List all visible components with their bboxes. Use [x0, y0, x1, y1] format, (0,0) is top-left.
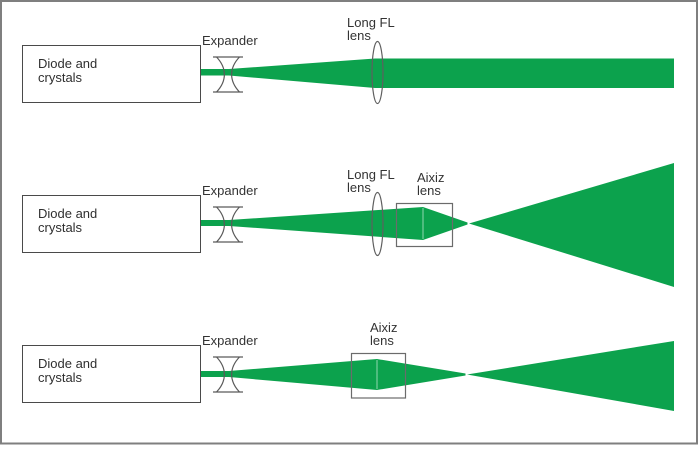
beam-row3-converging: [200, 359, 466, 390]
expander-label-row3: Expander: [202, 333, 258, 348]
row3-beam: [200, 341, 674, 411]
aixiz-lens-housing: [350, 352, 407, 399]
diode-box-label-line1: Diode and: [38, 56, 98, 71]
diode-box-label-line2: crystals: [38, 369, 83, 385]
row3-expander-lens-icon: [213, 356, 243, 393]
diode-crystals-box-row1: Diode and crystals: [22, 45, 201, 103]
beam-row2-converging: [200, 207, 468, 240]
expander-label-row1: Expander: [202, 33, 258, 48]
row1-beam: [200, 58, 674, 88]
aixiz-lens-label-row3: Aixiz lens: [370, 321, 397, 347]
concave-lens-icon: [213, 356, 243, 393]
long-fl-label-line2: lens: [347, 180, 371, 195]
long-fl-label-line1: Long FL: [347, 167, 395, 182]
beam-row1: [200, 58, 674, 88]
aixiz-lens-housing: [395, 202, 454, 248]
row2-beam: [200, 163, 674, 287]
long-fl-lens-label-row1: Long FL lens: [347, 16, 395, 42]
aixiz-label-line2: lens: [417, 183, 441, 198]
expander-label-row2: Expander: [202, 183, 258, 198]
long-fl-lens-label-row2: Long FL lens: [347, 168, 395, 194]
concave-lens-icon: [213, 56, 243, 93]
concave-lens-icon: [213, 206, 243, 243]
long-fl-lens-icon: [371, 40, 384, 105]
diode-box-label-line2: crystals: [38, 69, 83, 85]
aixiz-label-line1: Aixiz: [370, 320, 398, 335]
row1-expander-lens-icon: [213, 56, 243, 93]
diode-box-label-line1: Diode and: [38, 206, 98, 221]
aixiz-lens-label-row2: Aixiz lens: [417, 171, 444, 197]
row2-expander-lens-icon: [213, 206, 243, 243]
diode-crystals-box-row3: Diode and crystals: [22, 345, 201, 403]
diode-box-label-line1: Diode and: [38, 356, 98, 371]
aixiz-label-line2: lens: [370, 333, 394, 348]
beam-row3-diverging: [467, 341, 674, 411]
diode-crystals-box-row2: Diode and crystals: [22, 195, 201, 253]
long-fl-label-line1: Long FL: [347, 15, 395, 30]
beam-row2-diverging: [469, 163, 674, 287]
diode-box-label-line2: crystals: [38, 219, 83, 235]
long-fl-lens-icon: [371, 191, 384, 257]
aixiz-label-line1: Aixiz: [417, 170, 445, 185]
long-fl-label-line2: lens: [347, 28, 371, 43]
